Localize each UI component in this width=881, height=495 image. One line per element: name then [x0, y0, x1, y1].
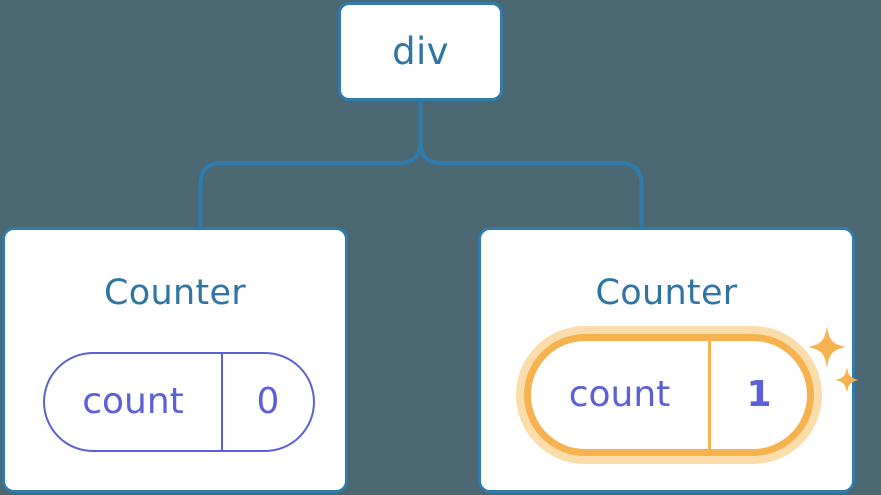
- state-value-cell: 1: [711, 341, 807, 449]
- state-pill-plain[interactable]: count 0: [43, 352, 315, 452]
- state-pill-highlighted[interactable]: count 1: [524, 334, 814, 456]
- card-inner: Counter count 0: [5, 230, 345, 490]
- state-pill-right[interactable]: count 1: [524, 334, 814, 456]
- state-key-label: count: [568, 374, 671, 415]
- node-counter-left[interactable]: Counter count 0: [2, 227, 348, 493]
- state-key-cell: count: [45, 354, 223, 450]
- card-inner: Counter count 1: [481, 230, 859, 490]
- state-value-label: 0: [256, 381, 280, 422]
- node-counter-right[interactable]: Counter count 1: [478, 227, 859, 493]
- state-value-cell: 0: [223, 354, 313, 450]
- state-pill-left[interactable]: count 0: [43, 352, 315, 452]
- node-div-root[interactable]: div: [338, 2, 503, 101]
- state-key-label: count: [82, 381, 184, 422]
- state-key-cell: count: [531, 341, 711, 449]
- node-left-title: Counter: [104, 273, 246, 313]
- node-right-title: Counter: [595, 273, 738, 313]
- node-root-label: div: [392, 30, 449, 73]
- state-value-label: 1: [746, 374, 772, 415]
